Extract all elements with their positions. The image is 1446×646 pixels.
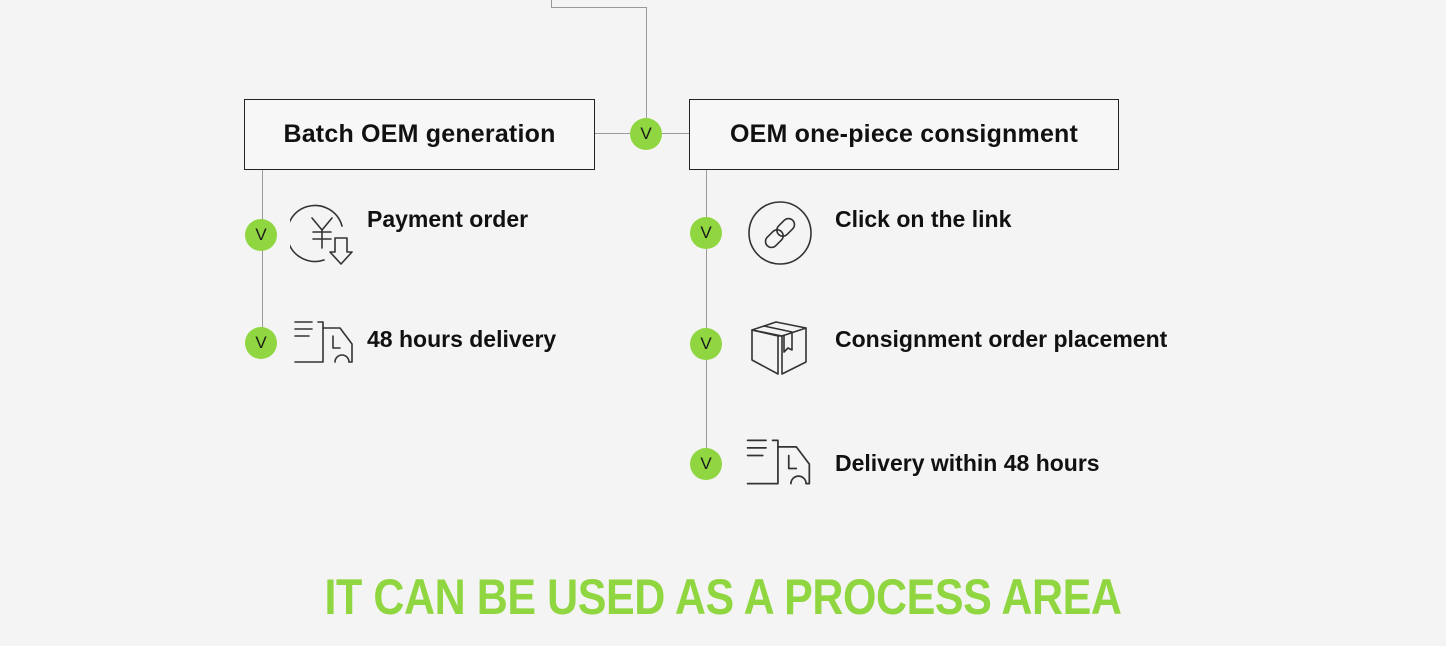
- hub-check-badge: V: [630, 118, 662, 150]
- step-check-badge: V: [245, 219, 277, 251]
- step-label-payment-order: Payment order: [367, 206, 529, 232]
- step-label-consignment-order-placement: Consignment order placement: [835, 326, 1168, 352]
- top-connector-vertical: [646, 7, 647, 119]
- step-label-click-on-the-link: Click on the link: [835, 206, 1012, 232]
- branch-box-batch-oem: Batch OEM generation: [244, 99, 595, 170]
- delivery-truck-icon: [744, 436, 814, 488]
- step-check-badge: V: [245, 327, 277, 359]
- top-connector-left-stub: [551, 0, 552, 8]
- footer-title: IT CAN BE USED AS A PROCESS AREA: [324, 569, 1122, 625]
- right-branch-line: [706, 170, 707, 465]
- package-box-icon: [748, 312, 812, 378]
- left-branch-line: [262, 170, 263, 344]
- top-connector-horizontal: [551, 7, 647, 8]
- step-label-48-hours-delivery: 48 hours delivery: [367, 326, 557, 352]
- step-check-badge: V: [690, 448, 722, 480]
- step-check-badge: V: [690, 328, 722, 360]
- branch-box-oem-one-piece: OEM one-piece consignment: [689, 99, 1119, 170]
- delivery-truck-icon: [292, 318, 356, 366]
- step-label-delivery-within-48-hours: Delivery within 48 hours: [835, 450, 1100, 476]
- link-icon: [746, 200, 814, 268]
- yen-payment-icon: [290, 202, 358, 268]
- step-check-badge: V: [690, 217, 722, 249]
